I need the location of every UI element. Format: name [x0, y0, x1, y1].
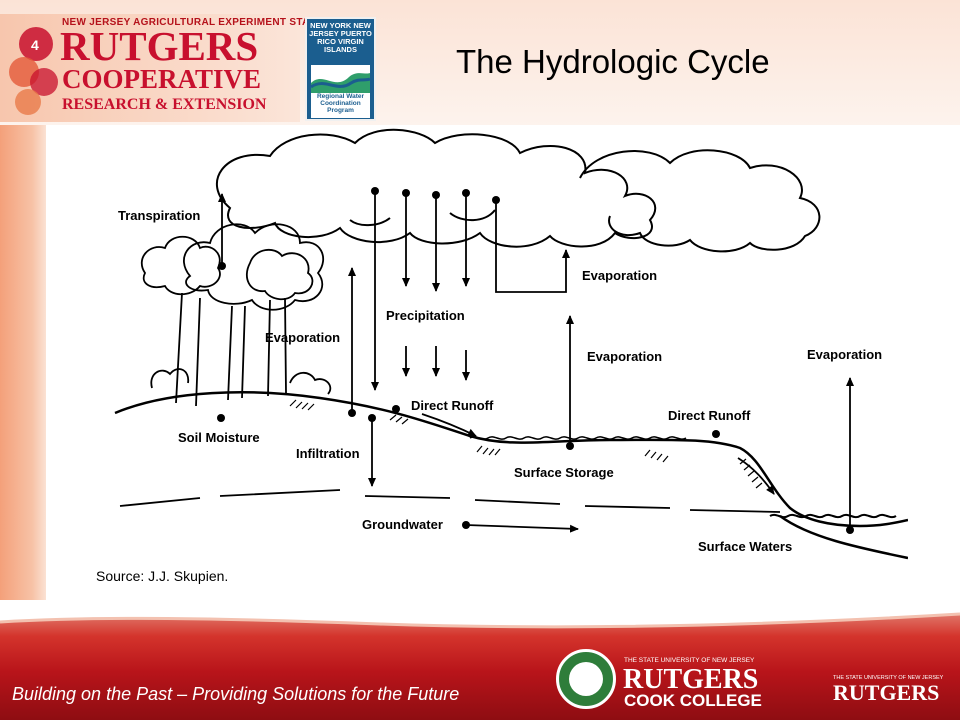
water-table	[119, 489, 781, 513]
station-name: NEW JERSEY AGRICULTURAL EXPERIMENT STATI…	[62, 17, 334, 28]
cook-college-seal-icon	[556, 649, 616, 709]
research-extension-wordmark: RESEARCH & EXTENSION	[62, 96, 267, 113]
source-credit: Source: J.J. Skupien.	[96, 568, 229, 584]
rutgers-cooperative-logo	[0, 14, 300, 122]
label-evaporation-upper: Evaporation	[582, 268, 658, 283]
label-direct-runoff-left: Direct Runoff	[411, 398, 494, 413]
label-surface-storage: Surface Storage	[514, 465, 614, 480]
cooperative-wordmark: COOPERATIVE	[62, 64, 262, 94]
label-evaporation-right: Evaporation	[807, 347, 883, 362]
label-infiltration: Infiltration	[296, 446, 360, 461]
svg-text:4: 4	[31, 37, 39, 53]
cook-college-wordmark: COOK COLLEGE	[624, 691, 762, 710]
rutgers-wordmark: RUTGERS	[60, 23, 259, 69]
ground-surface	[114, 391, 908, 528]
label-evaporation-middle: Evaporation	[587, 349, 663, 364]
trees	[140, 223, 332, 407]
4h-emblem-icon: 4	[9, 27, 58, 115]
streambed	[779, 514, 908, 560]
cloud	[216, 128, 821, 253]
footer-band: Building on the Past – Providing Solutio…	[0, 600, 960, 720]
regional-water-badge: NEW YORK NEW JERSEY PUERTO RICO VIRGIN I…	[305, 17, 376, 121]
cook-state-university-text: THE STATE UNIVERSITY OF NEW JERSEY	[624, 657, 755, 664]
label-precipitation: Precipitation	[386, 308, 465, 323]
rutgers-footer-wordmark: RUTGERS	[833, 680, 940, 705]
diagram-drawing	[114, 128, 908, 560]
surface-waters-wave	[769, 513, 897, 519]
seal-center	[569, 662, 603, 696]
label-groundwater: Groundwater	[362, 517, 443, 532]
footer-tagline: Building on the Past – Providing Solutio…	[12, 684, 460, 704]
label-transpiration: Transpiration	[118, 208, 201, 223]
badge-states-text: NEW YORK NEW JERSEY PUERTO RICO VIRGIN I…	[309, 21, 372, 54]
label-direct-runoff-right: Direct Runoff	[668, 408, 751, 423]
water-wave-icon	[311, 73, 370, 93]
program-name: Regional Water Coordination Program	[316, 93, 365, 114]
cook-rutgers-wordmark: RUTGERS	[623, 664, 759, 695]
process-arrows	[218, 191, 854, 533]
label-soil-moisture: Soil Moisture	[178, 430, 260, 445]
surface-storage-water	[469, 436, 687, 440]
footer-wave-shape	[0, 600, 960, 629]
grass-hatching	[289, 399, 763, 489]
diagram-dots	[217, 187, 854, 534]
hydrologic-cycle-diagram: Transpiration Evaporation Evaporation Pr…	[90, 128, 908, 592]
rutgers-state-university-text: THE STATE UNIVERSITY OF NEW JERSEY	[833, 675, 944, 681]
label-surface-waters: Surface Waters	[698, 539, 793, 554]
badge-inner-panel: Regional Water Coordination Program	[311, 65, 370, 118]
label-evaporation-trees: Evaporation	[265, 330, 341, 345]
slide-title: The Hydrologic Cycle	[456, 43, 770, 80]
